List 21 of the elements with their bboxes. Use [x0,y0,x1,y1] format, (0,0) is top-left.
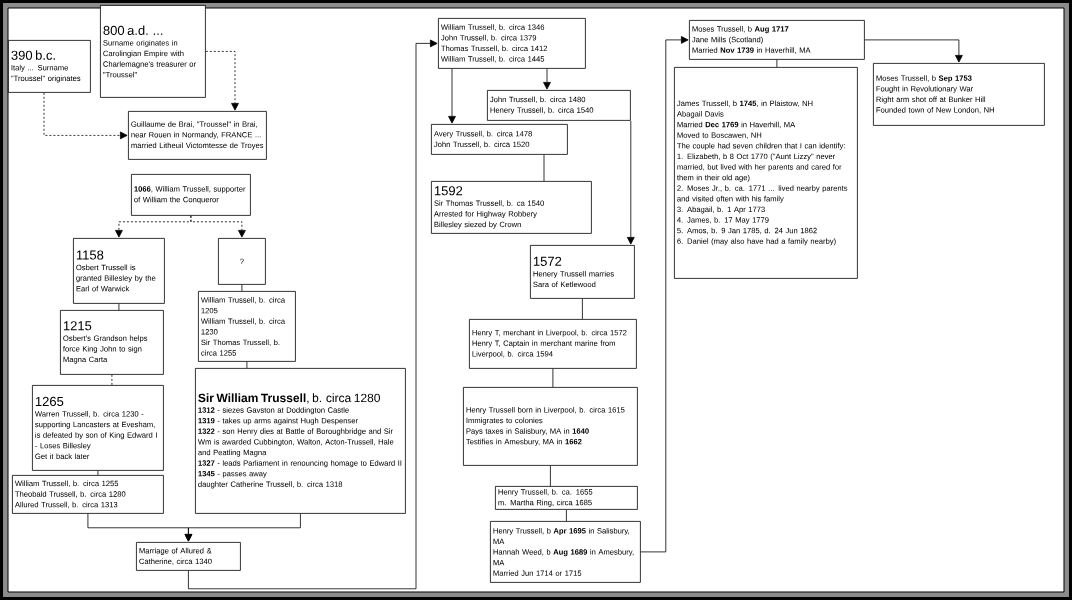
connector-line [552,368,554,388]
connector-line [550,465,551,487]
connector-arrow [626,120,635,245]
connector-arrow [120,131,128,140]
connector-arrow [640,36,689,553]
connector-arrow [543,68,551,90]
connector-arrow [190,215,246,238]
connector-line [111,374,113,386]
connector-line [241,284,243,292]
connector-line [582,298,583,320]
connector-line [246,361,248,369]
connector-arrow [188,39,438,590]
connector-line [566,509,567,522]
connector-line [118,303,120,311]
connector-line [543,154,545,182]
connector-arrow [184,513,301,542]
connector-line [97,470,99,476]
connector-arrow [448,68,456,124]
connector-arrow [864,39,963,63]
connector-arrow [205,51,239,111]
connector-line [776,59,778,68]
